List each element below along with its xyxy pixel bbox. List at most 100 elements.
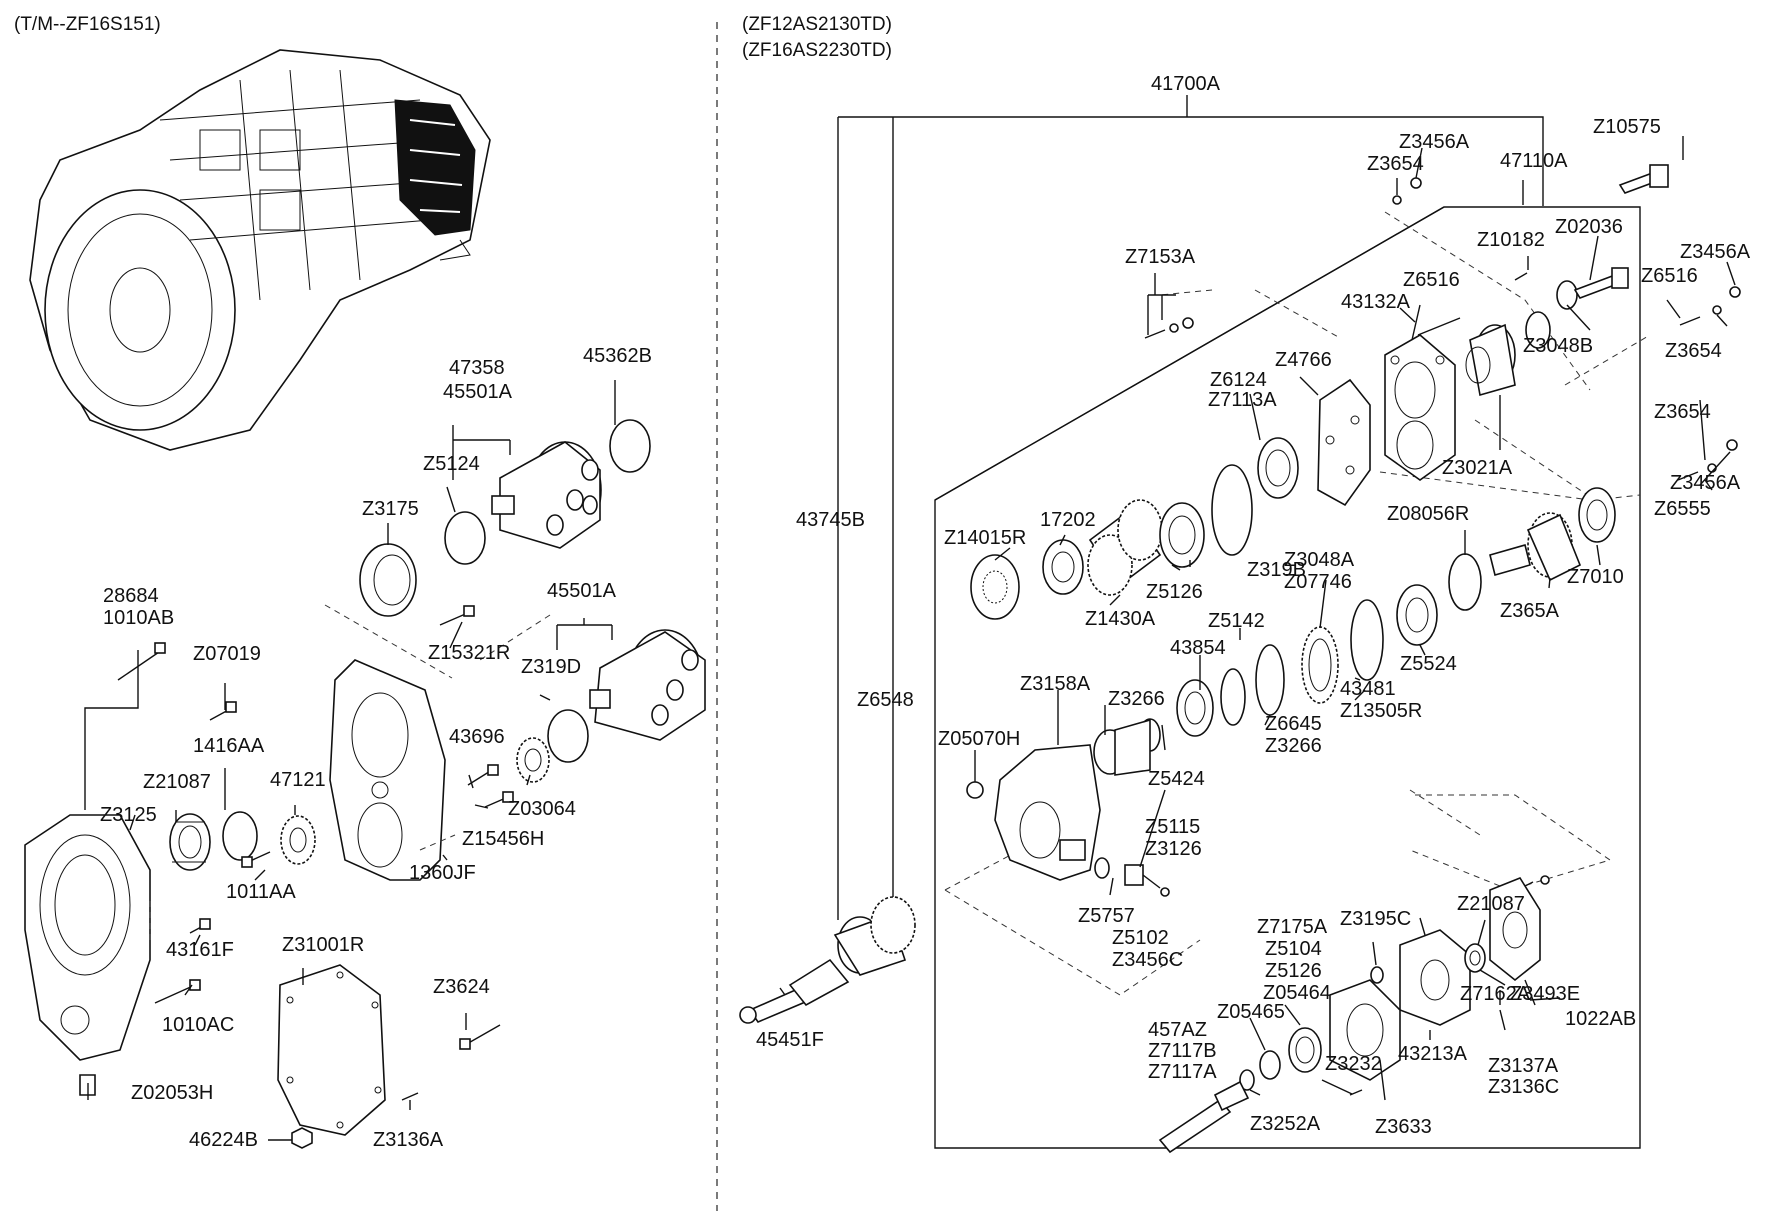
bearing-icon [1396, 584, 1438, 646]
dowel-icon [1349, 1089, 1363, 1096]
part-label: 43481 [1340, 678, 1396, 700]
flange-icon [1465, 323, 1516, 397]
part-label: Z7010 [1567, 566, 1624, 588]
o-ring-icon [1370, 966, 1384, 984]
part-label: Z3266 [1265, 735, 1322, 757]
right-model-header-1: (ZF12AS2130TD) [742, 14, 892, 35]
part-label: Z3136C [1488, 1076, 1559, 1098]
part-label: Z6124 [1210, 369, 1267, 391]
shaft-icon [1158, 1080, 1250, 1154]
part-label: Z07746 [1284, 571, 1352, 593]
hydraulic-pump-icon [491, 441, 602, 549]
part-label: Z3195C [1340, 908, 1411, 930]
part-label: Z319D [521, 656, 581, 678]
part-label: Z3266 [1108, 688, 1165, 710]
hydraulic-pump-icon [589, 629, 706, 741]
part-label: 43132A [1341, 291, 1411, 313]
part-label: Z5757 [1078, 905, 1135, 927]
part-label: Z3456A [1670, 472, 1741, 494]
pto-cover-icon [1399, 929, 1471, 1026]
part-label: 43696 [449, 726, 505, 748]
part-label: 47358 [449, 357, 505, 379]
part-label: Z3456A [1680, 241, 1751, 263]
gear-icon [516, 737, 550, 783]
part-label: 1010AB [103, 607, 174, 629]
left-model-header: (T/M--ZF16S151) [14, 14, 161, 35]
bearing-icon [1042, 539, 1084, 595]
part-label: Z5124 [423, 453, 480, 475]
part-label: Z3137A [1488, 1055, 1559, 1077]
part-label: Z21087 [1457, 893, 1525, 915]
assembly-frame [837, 117, 894, 920]
o-ring-icon [1259, 1050, 1281, 1080]
part-label: 45501A [547, 580, 617, 602]
part-label: 43161F [166, 939, 234, 961]
part-label: Z5126 [1146, 581, 1203, 603]
o-ring-icon [1211, 464, 1253, 556]
part-label: Z3158A [1020, 673, 1091, 695]
part-label: 1022AB [1565, 1008, 1636, 1030]
part-label: 1360JF [409, 862, 476, 884]
part-label: Z3493E [1510, 983, 1580, 1005]
part-label: Z3654 [1654, 401, 1711, 423]
part-label: Z5524 [1400, 653, 1457, 675]
part-label: Z6645 [1265, 713, 1322, 735]
o-ring-icon [444, 511, 486, 565]
part-label: Z02036 [1555, 216, 1623, 238]
gear-icon [1489, 512, 1582, 582]
o-ring-icon [1525, 311, 1551, 349]
part-label: Z5142 [1208, 610, 1265, 632]
washer-icon [970, 554, 1020, 620]
part-label: Z15321R [428, 642, 510, 664]
bolt-icon [1556, 267, 1629, 310]
gasket-icon [277, 964, 386, 1136]
bearing-icon [1464, 943, 1486, 973]
part-label: Z31001R [282, 934, 364, 956]
part-label: 47121 [270, 769, 326, 791]
gear-icon [1087, 499, 1163, 596]
part-label: Z15456H [462, 828, 544, 850]
part-label: Z10182 [1477, 229, 1545, 251]
part-label: Z05070H [938, 728, 1020, 750]
bearing-icon [1578, 487, 1616, 543]
part-label: Z14015R [944, 527, 1026, 549]
part-label: Z3654 [1367, 153, 1424, 175]
part-label: Z3624 [433, 976, 490, 998]
part-label: Z3048A [1284, 549, 1355, 571]
leader-lines [84, 380, 616, 1141]
part-label: Z3175 [362, 498, 419, 520]
part-label: Z5115 [1145, 816, 1200, 838]
part-label: 43213A [1398, 1043, 1468, 1065]
o-ring-icon [609, 419, 651, 473]
o-ring-icon [1094, 857, 1110, 879]
gasket-icon [1317, 378, 1371, 507]
part-label: Z13505R [1340, 700, 1422, 722]
sensor-icon [1124, 864, 1170, 897]
part-label: Z3456A [1399, 131, 1470, 153]
part-label: Z02053H [131, 1082, 213, 1104]
part-label: Z6516 [1403, 269, 1460, 291]
part-label: Z3252A [1250, 1113, 1321, 1135]
nut-icon [1169, 177, 1741, 885]
pto-cover-icon [1384, 334, 1456, 481]
part-label: Z3456C [1112, 949, 1183, 971]
o-ring-icon [547, 709, 589, 763]
part-label: 457AZ [1148, 1019, 1207, 1041]
gasket-icon [1329, 979, 1401, 1081]
bearing-icon [169, 813, 211, 871]
part-label: Z21087 [143, 771, 211, 793]
part-label: 1011AA [226, 881, 296, 903]
part-label: 17202 [1040, 509, 1096, 531]
pto-cover-icon [329, 659, 446, 881]
assembly-box-edge [934, 206, 1445, 501]
part-label: Z319B [1247, 559, 1306, 581]
part-label: 41700A [1151, 73, 1221, 95]
bolt-icon [117, 605, 514, 1101]
assembly-frame [838, 116, 1544, 206]
part-label: 45362B [583, 345, 652, 367]
part-label: Z6516 [1641, 265, 1698, 287]
part-label: Z3125 [100, 804, 157, 826]
part-label: Z3048B [1523, 335, 1593, 357]
part-label: Z6555 [1654, 498, 1711, 520]
